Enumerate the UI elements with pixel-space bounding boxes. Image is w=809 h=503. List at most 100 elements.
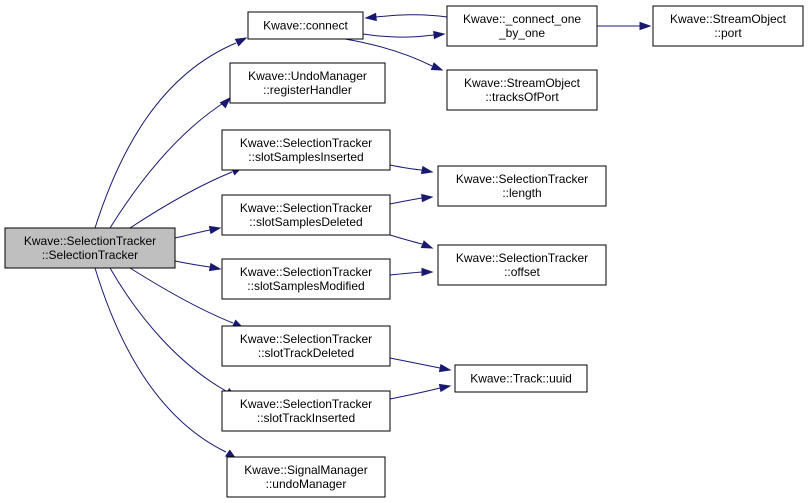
node-box: [4, 227, 176, 269]
node-label-line: Kwave::SelectionTracker: [24, 234, 156, 248]
edge-line: [109, 99, 229, 229]
node-box: [446, 5, 598, 47]
edge-slotSamplesInserted-to-length: [389, 164, 434, 175]
edge-line: [389, 234, 423, 245]
edge-line: [174, 260, 211, 268]
node-label-line: Kwave::StreamObject: [464, 76, 581, 90]
arrowhead: [234, 37, 248, 47]
arrowhead: [433, 30, 446, 40]
edge-root-to-slotSamplesModified: [174, 260, 222, 272]
node-offset[interactable]: Kwave::SelectionTracker::offset: [437, 244, 607, 286]
node-label-line: Kwave::SelectionTracker: [240, 332, 372, 346]
node-slotTrackDeleted[interactable]: Kwave::SelectionTracker::slotTrackDelete…: [221, 325, 391, 367]
node-tracksOfPort[interactable]: Kwave::StreamObject::tracksOfPort: [446, 69, 598, 111]
arrowhead: [420, 240, 434, 249]
edge-line: [389, 164, 423, 171]
node-connect[interactable]: Kwave::connect: [247, 11, 364, 40]
node-label-line: Kwave::Track::uuid: [470, 372, 572, 386]
node-label-line: ::slotSamplesInserted: [248, 150, 363, 164]
arrowhead: [364, 12, 377, 22]
node-slotSamplesModified[interactable]: Kwave::SelectionTracker::slotSamplesModi…: [221, 258, 391, 300]
arrowhead: [438, 383, 452, 393]
node-slotTrackInserted[interactable]: Kwave::SelectionTracker::slotTrackInsert…: [221, 390, 391, 432]
node-box: [652, 5, 804, 47]
node-label-line: ::port: [714, 26, 742, 40]
edge-line: [389, 197, 423, 205]
node-undoManager[interactable]: Kwave::SignalManager::undoManager: [226, 456, 386, 498]
edge-line: [94, 42, 237, 229]
node-box: [454, 364, 588, 393]
edge-line: [389, 357, 441, 369]
node-label-line: ::slotTrackInserted: [257, 411, 355, 425]
node-box: [247, 11, 364, 40]
edge-line: [174, 229, 211, 239]
edge-line: [389, 387, 441, 400]
node-connect_one[interactable]: Kwave::_connect_one_by_one: [446, 5, 598, 47]
node-label-line: _by_one: [498, 26, 545, 40]
edge-line: [109, 267, 227, 392]
node-box: [446, 69, 598, 111]
node-label-line: Kwave::SignalManager: [244, 463, 367, 477]
node-label-line: Kwave::UndoManager: [248, 69, 367, 83]
edge-root-to-slotTrackInserted: [109, 267, 238, 398]
edge-root-to-undoManager: [94, 267, 238, 460]
edge-root-to-connect: [94, 37, 248, 229]
node-slotSamplesDeleted[interactable]: Kwave::SelectionTracker::slotSamplesDele…: [221, 194, 391, 236]
node-box: [226, 456, 386, 498]
node-port[interactable]: Kwave::StreamObject::port: [652, 5, 804, 47]
node-label-line: Kwave::SelectionTracker: [240, 265, 372, 279]
edge-connect-to-tracksOfPort: [344, 38, 444, 71]
arrowhead: [208, 262, 222, 272]
edge-line: [389, 271, 423, 276]
node-registerHandler[interactable]: Kwave::UndoManager::registerHandler: [229, 62, 386, 104]
node-label-line: ::offset: [504, 265, 540, 279]
edge-slotTrackInserted-to-uuid: [389, 383, 452, 400]
node-label-line: Kwave::StreamObject: [670, 12, 787, 26]
node-label-line: ::slotSamplesModified: [247, 279, 364, 293]
node-label-line: ::length: [502, 186, 541, 200]
edge-line: [344, 38, 433, 67]
node-slotSamplesInserted[interactable]: Kwave::SelectionTracker::slotSamplesInse…: [221, 129, 391, 171]
edge-connect-to-connect_one: [362, 30, 446, 40]
edge-line: [375, 14, 448, 18]
edge-line: [362, 33, 435, 38]
arrowhead: [639, 21, 652, 31]
node-label-line: Kwave::SelectionTracker: [240, 136, 372, 150]
node-root[interactable]: Kwave::SelectionTracker::SelectionTracke…: [4, 227, 176, 269]
nodes-layer: Kwave::SelectionTracker::SelectionTracke…: [4, 5, 804, 498]
node-box: [437, 165, 607, 207]
edge-root-to-registerHandler: [109, 96, 232, 229]
node-box: [221, 194, 391, 236]
node-uuid[interactable]: Kwave::Track::uuid: [454, 364, 588, 393]
node-box: [437, 244, 607, 286]
node-label-line: ::tracksOfPort: [485, 90, 559, 104]
node-box: [221, 258, 391, 300]
edge-line: [94, 267, 227, 453]
node-box: [221, 129, 391, 171]
node-box: [221, 325, 391, 367]
edge-root-to-slotSamplesDeleted: [174, 225, 222, 239]
node-length[interactable]: Kwave::SelectionTracker::length: [437, 165, 607, 207]
node-label-line: ::slotTrackDeleted: [258, 346, 354, 360]
arrowhead: [219, 96, 232, 109]
edge-connect_one-to-port: [597, 21, 652, 31]
arrowhead: [421, 267, 434, 277]
node-label-line: Kwave::_connect_one: [463, 12, 581, 26]
arrowhead: [420, 165, 434, 175]
node-label-line: ::slotSamplesDeleted: [249, 215, 362, 229]
node-label-line: Kwave::connect: [263, 19, 348, 33]
node-label-line: ::undoManager: [266, 477, 347, 491]
node-label-line: Kwave::SelectionTracker: [456, 172, 588, 186]
node-label-line: Kwave::SelectionTracker: [240, 397, 372, 411]
node-box: [229, 62, 386, 104]
arrowhead: [208, 225, 222, 235]
edge-slotTrackDeleted-to-uuid: [389, 357, 452, 373]
edge-connect_one-to-connect: [364, 12, 448, 22]
edge-slotSamplesDeleted-to-length: [389, 193, 434, 205]
node-label-line: ::registerHandler: [263, 83, 352, 97]
node-label-line: Kwave::SelectionTracker: [240, 201, 372, 215]
edge-slotSamplesModified-to-offset: [389, 267, 434, 277]
arrowhead: [421, 193, 434, 203]
edge-line: [129, 171, 233, 229]
